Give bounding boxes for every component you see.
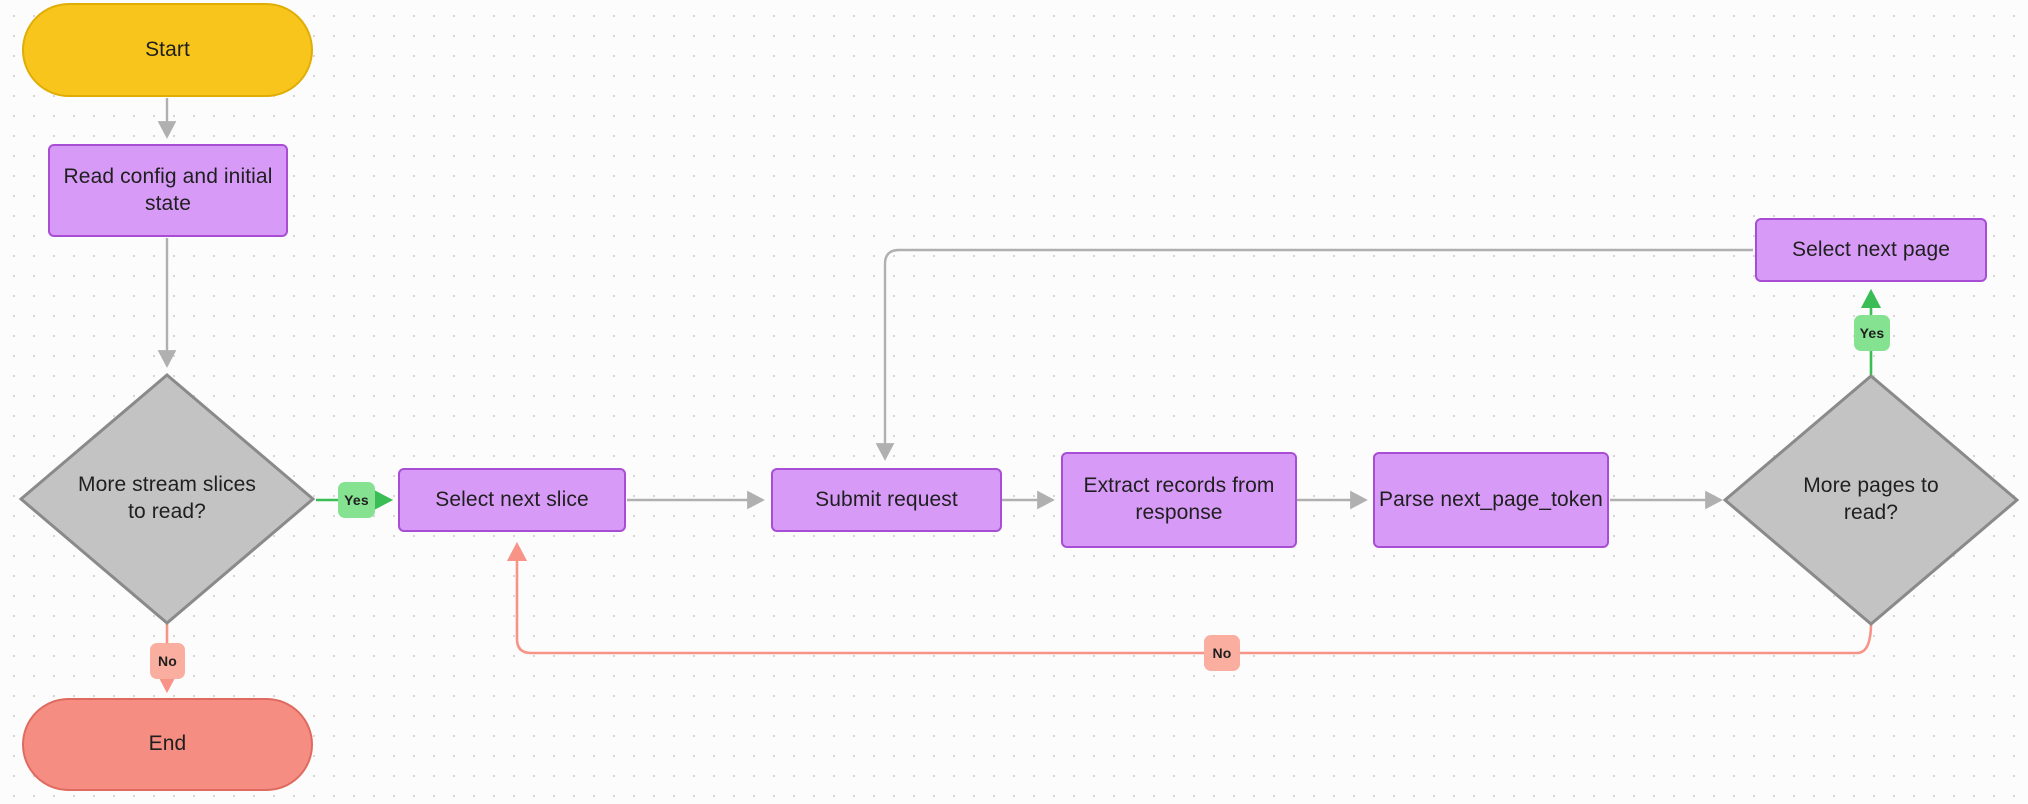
node-select-next-page[interactable]: Select next page — [1755, 218, 1987, 282]
node-more-stream-slices-label: More stream slices to read? — [77, 473, 256, 523]
edge-label-more-slices-no: No — [150, 643, 185, 679]
edge-label-text: Yes — [1859, 325, 1885, 341]
edge-select-page-to-submit-request — [875, 248, 1753, 461]
node-extract-records[interactable]: Extract records from response — [1061, 452, 1297, 548]
node-parse-next-page-token-label: Parse next_page_token — [1379, 487, 1603, 511]
edge-label-more-slices-yes: Yes — [338, 482, 375, 518]
node-submit-request[interactable]: Submit request — [771, 468, 1002, 532]
node-start-label: Start — [145, 37, 190, 61]
node-start[interactable]: Start — [22, 3, 313, 97]
edge-label-text: No — [1212, 645, 1232, 661]
edge-label-text: No — [157, 653, 178, 669]
decision-diamond-shape — [1723, 374, 2019, 626]
node-end[interactable]: End — [22, 698, 313, 791]
node-read-config[interactable]: Read config and initial state — [48, 144, 288, 237]
node-read-config-label: Read config and initial state — [63, 164, 273, 215]
edge-label-more-pages-yes: Yes — [1854, 315, 1890, 351]
node-select-next-page-label: Select next page — [1791, 237, 1951, 261]
edge-label-more-pages-no: No — [1204, 635, 1240, 671]
node-more-stream-slices[interactable]: More stream slices to read? — [19, 373, 315, 625]
node-end-label: End — [148, 732, 187, 756]
edge-more-pages-no-to-select-slice — [506, 541, 1873, 655]
node-parse-next-page-token[interactable]: Parse next_page_token — [1373, 452, 1609, 548]
decision-diamond-shape — [19, 373, 315, 625]
node-select-next-slice-label: Select next slice — [435, 487, 589, 511]
edge-label-text: Yes — [344, 492, 369, 508]
node-submit-request-label: Submit request — [815, 487, 958, 511]
node-extract-records-label: Extract records from response — [1083, 474, 1275, 524]
node-more-pages-label: More pages to read? — [1803, 474, 1939, 524]
node-select-next-slice[interactable]: Select next slice — [398, 468, 626, 532]
node-more-pages[interactable]: More pages to read? — [1723, 374, 2019, 626]
